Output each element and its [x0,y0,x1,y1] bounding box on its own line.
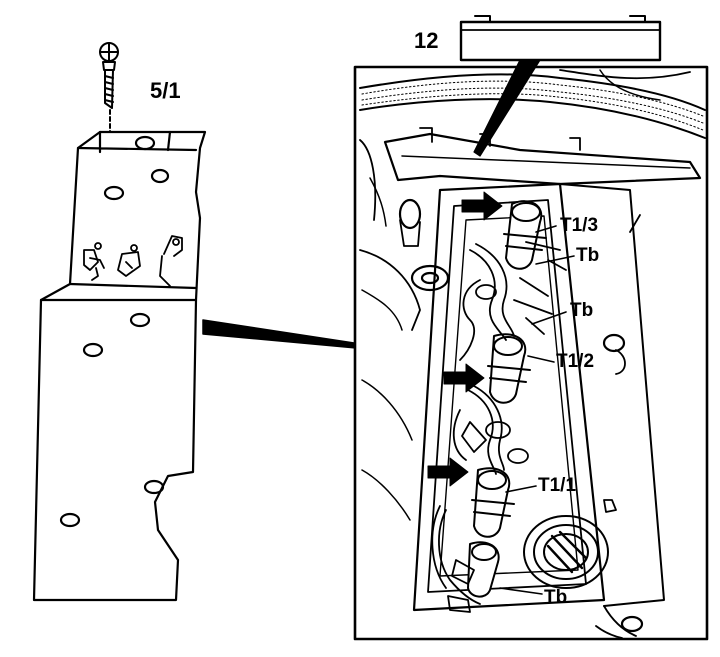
coil-2-label: T1/2 [556,351,595,372]
cover-plate-5-1 [32,42,207,602]
tb-middle-label: Tb [570,300,594,321]
coil-1-label: T1/1 [538,475,577,496]
coil-packs [467,200,547,598]
tb-upper-label: Tb [576,245,600,266]
arrow-coil-1 [427,457,469,487]
tb-lower-label: Tb [544,587,568,608]
top-part-label: 12 [414,28,439,53]
cover-part-label: 5/1 [150,78,181,103]
arrow-coil-3 [461,191,503,221]
part-12 [459,15,662,157]
oil-filler-cap [523,515,609,589]
engine-inset [353,65,709,641]
coil-3-label: T1/3 [560,215,599,236]
arrow-coil-2 [443,363,485,393]
